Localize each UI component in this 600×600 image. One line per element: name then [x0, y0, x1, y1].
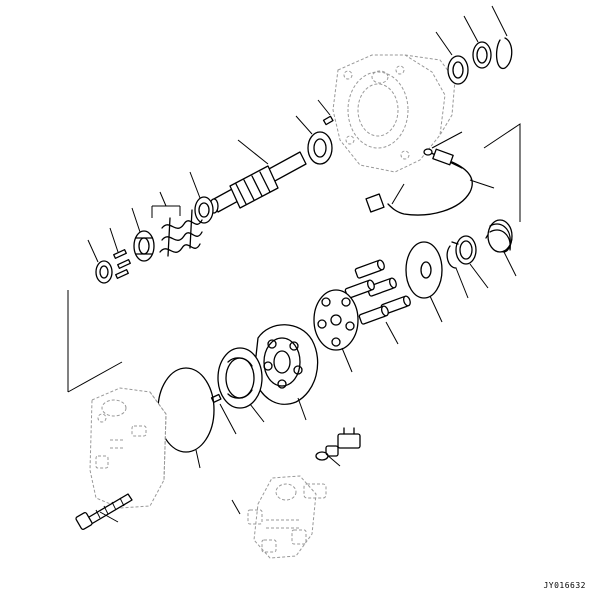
guide-pins [109, 227, 131, 279]
return-spring [485, 219, 517, 277]
assembly-boundary [67, 123, 521, 393]
snap-ring-top [491, 5, 513, 70]
drive-shaft [209, 139, 307, 214]
control-valve [231, 475, 327, 559]
front-bearing [295, 115, 333, 165]
solenoid-connector [315, 427, 361, 467]
thrust-washer [87, 239, 113, 284]
piston-set [344, 259, 411, 345]
motor-case [332, 54, 456, 173]
key-pin [317, 99, 334, 126]
shaft-bearing-small [189, 171, 214, 224]
spring-set [151, 191, 203, 257]
swash-plate [405, 241, 443, 323]
cylinder-block [253, 324, 319, 421]
o-ring [157, 367, 215, 469]
snap-ring-right [446, 241, 469, 299]
oil-seal [435, 31, 469, 85]
mounting-bolt [75, 493, 133, 530]
speed-sensor [365, 131, 495, 216]
needle-bearing [131, 207, 155, 262]
retainer-plate [313, 289, 359, 373]
seal-ring [463, 15, 492, 69]
drawing-id-label: JY016632 [543, 581, 586, 590]
valve-plate [217, 347, 265, 423]
spacer-ring [455, 235, 489, 289]
valve-body [89, 387, 167, 509]
